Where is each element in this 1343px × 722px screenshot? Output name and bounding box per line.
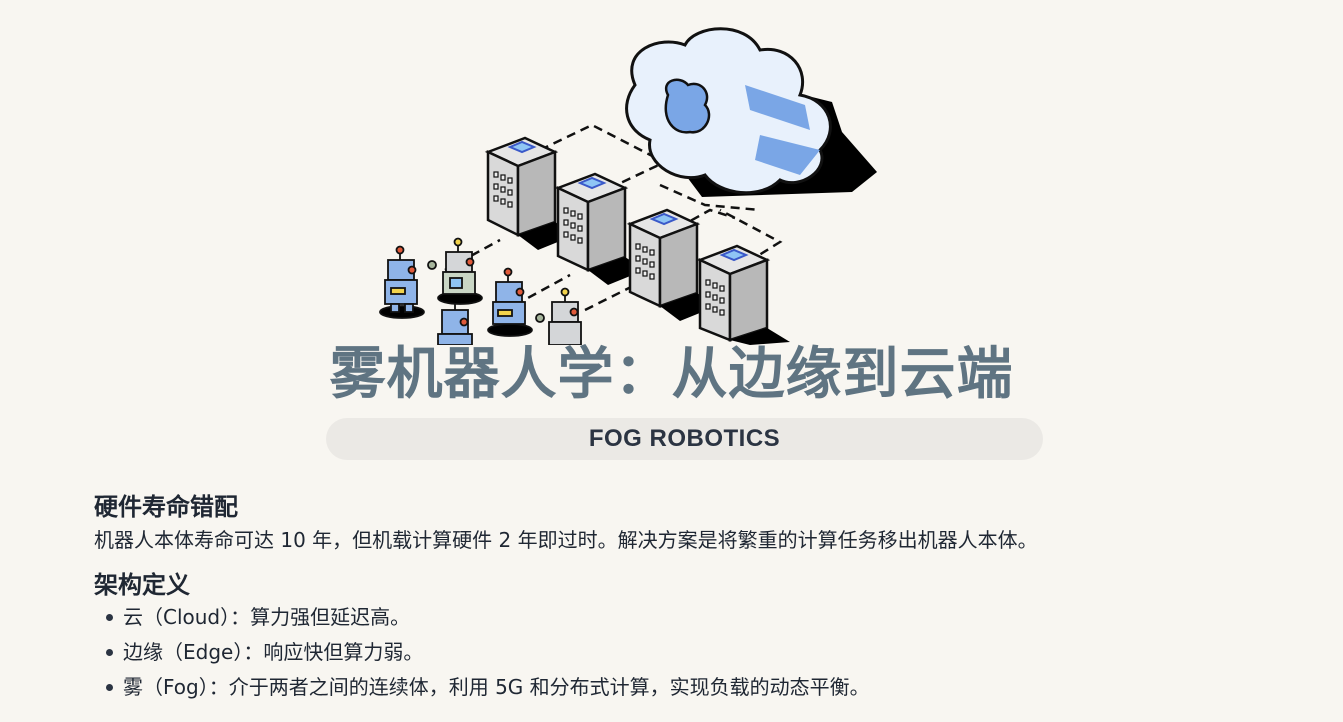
robot-icon	[535, 287, 582, 346]
list-item-fog: 雾（Fog）：介于两者之间的连续体，利用 5G 和分布式计算，实现负载的动态平衡…	[94, 670, 870, 705]
section-hardware-mismatch: 硬件寿命错配 机器人本体寿命可达 10 年，但机载计算硬件 2 年即过时。解决方…	[94, 492, 1038, 554]
robot-icon	[427, 237, 483, 305]
server-building-icon	[484, 136, 575, 250]
list-item-cloud: 云（Cloud）：算力强但延迟高。	[94, 600, 870, 635]
list-item-text: 云（Cloud）：算力强但延迟高。	[123, 605, 411, 629]
bullet-list: 云（Cloud）：算力强但延迟高。 边缘（Edge）：响应快但算力弱。 雾（Fo…	[94, 600, 870, 705]
cloud-icon	[625, 27, 877, 197]
list-item-text: 边缘（Edge）：响应快但算力弱。	[123, 640, 424, 664]
list-item-text: 雾（Fog）：介于两者之间的连续体，利用 5G 和分布式计算，实现负载的动态平衡…	[123, 675, 870, 699]
bullet-icon	[106, 614, 113, 621]
section-architecture-definition: 架构定义 云（Cloud）：算力强但延迟高。 边缘（Edge）：响应快但算力弱。…	[94, 570, 870, 705]
subtitle-banner: FOG ROBOTICS	[326, 418, 1043, 460]
section-heading: 架构定义	[94, 571, 190, 599]
list-item-edge: 边缘（Edge）：响应快但算力弱。	[94, 635, 870, 670]
section-body: 机器人本体寿命可达 10 年，但机载计算硬件 2 年即过时。解决方案是将繁重的计…	[94, 528, 1038, 552]
fog-robotics-illustration	[360, 10, 890, 346]
robot-icon	[487, 267, 533, 337]
bullet-icon	[106, 649, 113, 656]
section-heading: 硬件寿命错配	[94, 493, 238, 521]
bullet-icon	[106, 684, 113, 691]
robot-icon	[379, 245, 425, 319]
page-title: 雾机器人学：从边缘到云端	[329, 341, 1014, 407]
subtitle-text: FOG ROBOTICS	[588, 425, 781, 452]
